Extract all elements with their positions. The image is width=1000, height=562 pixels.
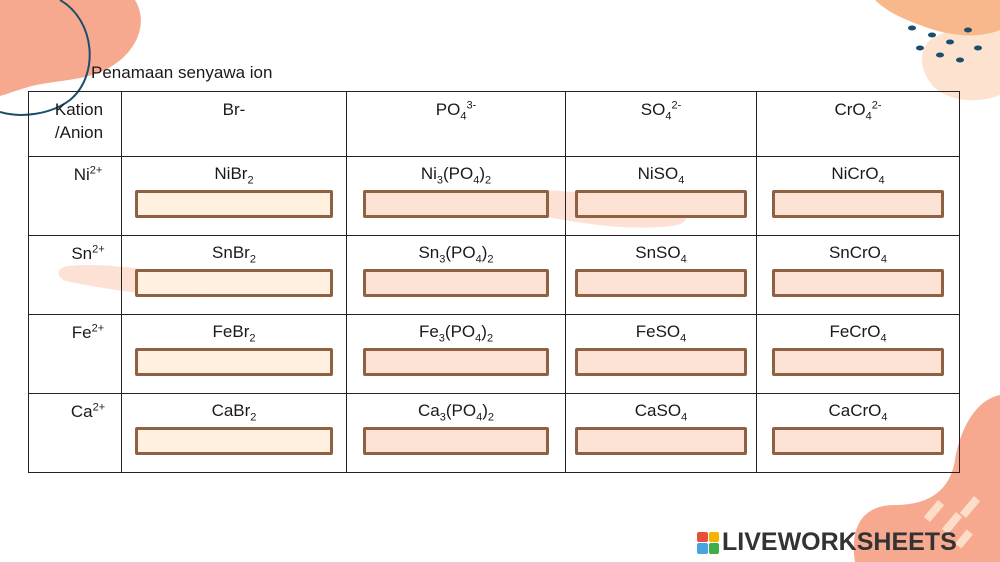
compound-formula: Sn3(PO4)2	[418, 243, 494, 266]
answer-input[interactable]	[772, 190, 944, 218]
cation-cell: Fe2+	[28, 314, 122, 394]
compound-cell: NiCrO4	[756, 156, 960, 236]
peach-blob-bottom-right	[853, 395, 1000, 562]
compound-cell: CaBr2	[121, 393, 347, 473]
compound-cell: CaSO4	[565, 393, 757, 473]
compound-cell: FeCrO4	[756, 314, 960, 394]
answer-input[interactable]	[772, 348, 944, 376]
ion-naming-table: Kation /Anion Br- PO43- SO42- CrO42- Ni2…	[28, 91, 960, 473]
corner-header: Kation /Anion	[28, 91, 122, 157]
cation-cell: Ni2+	[28, 156, 122, 236]
liveworksheets-icon	[697, 531, 719, 554]
compound-formula: SnBr2	[212, 243, 256, 266]
light-marks-bottom-right	[923, 496, 981, 549]
compound-cell: Ca3(PO4)2	[346, 393, 566, 473]
compound-formula: Ni3(PO4)2	[420, 164, 492, 187]
cation-cell: Sn2+	[28, 235, 122, 315]
teal-dots	[908, 25, 982, 63]
compound-formula: CaSO4	[634, 401, 688, 424]
compound-cell: NiSO4	[565, 156, 757, 236]
compound-formula: CaBr2	[211, 401, 257, 424]
compound-formula: NiBr2	[214, 164, 254, 187]
compound-cell: Sn3(PO4)2	[346, 235, 566, 315]
anion-header-sulfate: SO42-	[565, 91, 757, 157]
compound-formula: Fe3(PO4)2	[418, 322, 494, 345]
answer-input[interactable]	[135, 190, 333, 218]
answer-input[interactable]	[135, 348, 333, 376]
cation-cell: Ca2+	[28, 393, 122, 473]
anion-header-phosphate: PO43-	[346, 91, 566, 157]
compound-cell: FeSO4	[565, 314, 757, 394]
answer-input[interactable]	[135, 427, 333, 455]
table-row: Sn2+ SnBr2 Sn3(PO4)2 SnSO4 SnCrO4	[28, 235, 960, 315]
compound-formula: FeBr2	[212, 322, 256, 345]
compound-cell: NiBr2	[121, 156, 347, 236]
peach-blob-top-left	[0, 0, 141, 96]
table-row: Fe2+ FeBr2 Fe3(PO4)2 FeSO4 FeCrO4	[28, 314, 960, 394]
logo-square	[708, 531, 719, 542]
answer-input[interactable]	[772, 269, 944, 297]
compound-formula: SnSO4	[635, 243, 687, 266]
answer-input[interactable]	[135, 269, 333, 297]
compound-formula: FeCrO4	[829, 322, 887, 345]
logo-square	[697, 531, 708, 542]
answer-input[interactable]	[363, 348, 549, 376]
answer-input[interactable]	[575, 348, 747, 376]
answer-input[interactable]	[575, 269, 747, 297]
page-title: Penamaan senyawa ion	[91, 63, 273, 82]
compound-cell: Ni3(PO4)2	[346, 156, 566, 236]
compound-cell: CaCrO4	[756, 393, 960, 473]
table-row: Ca2+ CaBr2 Ca3(PO4)2 CaSO4 CaCrO4	[28, 393, 960, 473]
compound-cell: FeBr2	[121, 314, 347, 394]
compound-cell: SnSO4	[565, 235, 757, 315]
compound-formula: SnCrO4	[828, 243, 888, 266]
brand-name: LIVEWORKSHEETS	[722, 528, 957, 556]
corner-line-1: Kation	[54, 100, 104, 119]
compound-formula: NiCrO4	[831, 164, 885, 187]
header-row: Kation /Anion Br- PO43- SO42- CrO42-	[28, 91, 960, 157]
compound-formula: CaCrO4	[828, 401, 888, 424]
answer-input[interactable]	[772, 427, 944, 455]
answer-input[interactable]	[575, 427, 747, 455]
anion-header-chromate: CrO42-	[756, 91, 960, 157]
anion-header-bromide: Br-	[121, 91, 347, 157]
answer-input[interactable]	[363, 427, 549, 455]
compound-formula: NiSO4	[637, 164, 685, 187]
compound-cell: Fe3(PO4)2	[346, 314, 566, 394]
answer-input[interactable]	[575, 190, 747, 218]
logo-square	[708, 543, 719, 554]
compound-formula: FeSO4	[635, 322, 687, 345]
answer-input[interactable]	[363, 190, 549, 218]
compound-formula: Ca3(PO4)2	[417, 401, 494, 424]
liveworksheets-logo: LIVEWORKSHEETS	[697, 528, 957, 557]
corner-line-2: /Anion	[54, 123, 104, 142]
logo-square	[697, 543, 708, 554]
orange-blob-top-right	[875, 0, 1000, 36]
compound-cell: SnBr2	[121, 235, 347, 315]
compound-cell: SnCrO4	[756, 235, 960, 315]
table-row: Ni2+ NiBr2 Ni3(PO4)2 NiSO4 NiCrO4	[28, 156, 960, 236]
answer-input[interactable]	[363, 269, 549, 297]
